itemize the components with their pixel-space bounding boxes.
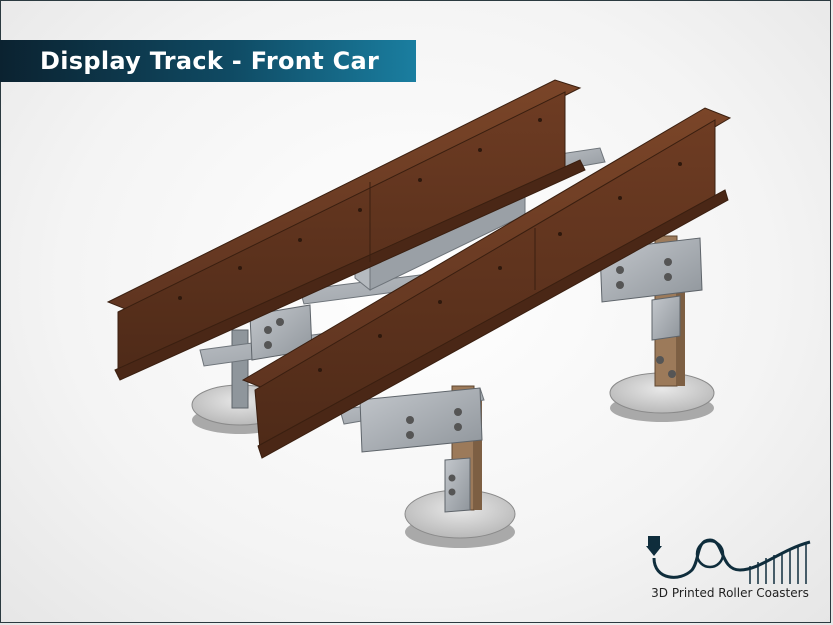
connection-plate-front bbox=[359, 387, 483, 513]
base-right bbox=[609, 372, 715, 422]
post-left bbox=[231, 329, 249, 409]
page-title: Display Track - Front Car bbox=[40, 47, 380, 75]
title-banner: Display Track - Front Car bbox=[0, 40, 416, 82]
rail-left bbox=[106, 79, 586, 381]
rail-right bbox=[241, 107, 732, 459]
rail-bolts bbox=[178, 118, 682, 372]
brand-logo: 3D Printed Roller Coasters bbox=[640, 530, 820, 610]
brand-name: 3D Printed Roller Coasters bbox=[651, 586, 809, 600]
base-front bbox=[404, 489, 516, 548]
roller-coaster-logo-icon bbox=[646, 536, 811, 584]
